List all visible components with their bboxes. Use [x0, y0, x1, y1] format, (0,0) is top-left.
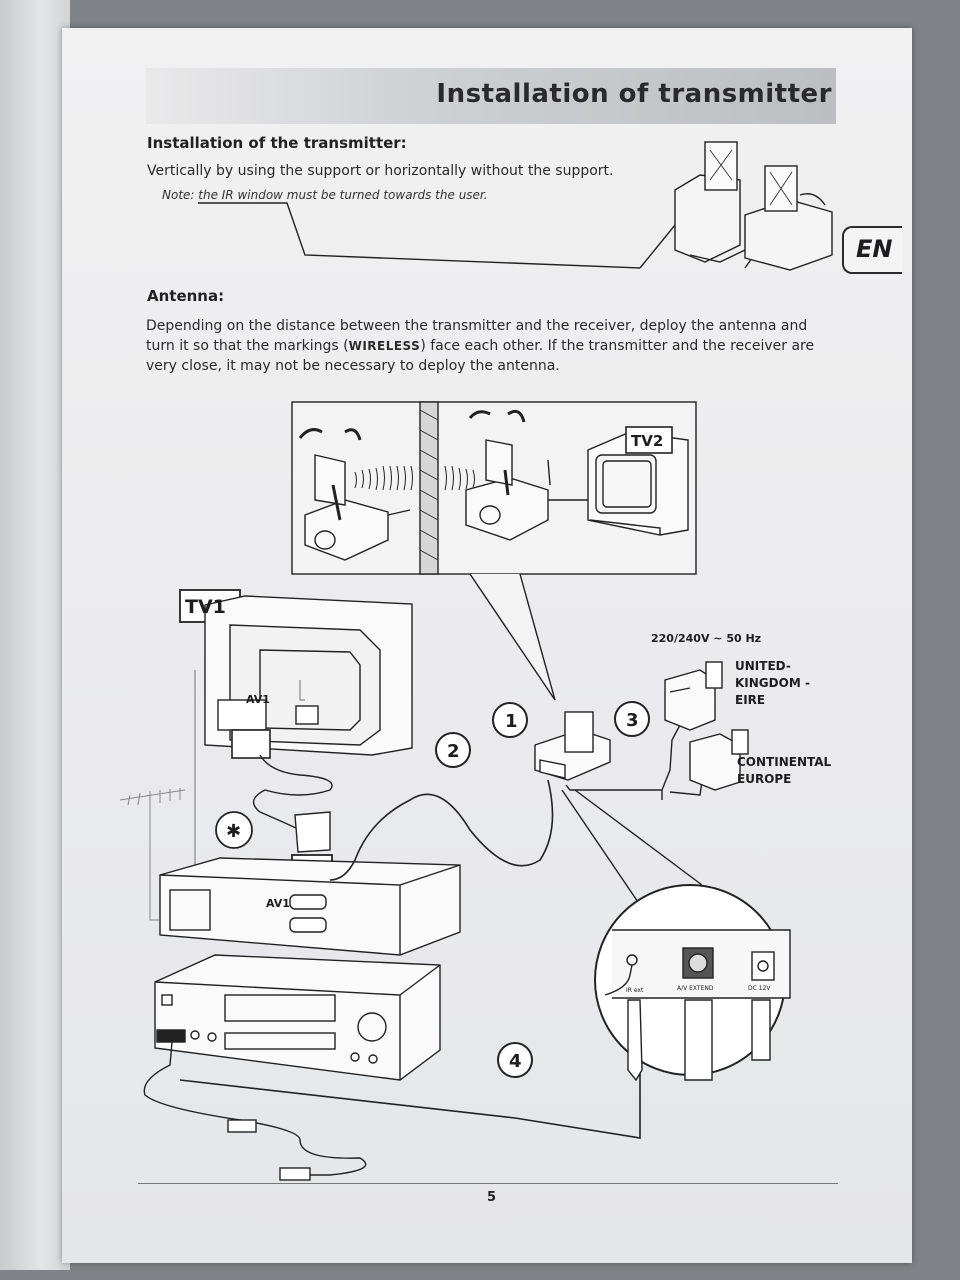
step-1-label: 1 [505, 711, 518, 732]
av-cable [329, 779, 554, 881]
vcr-av1-label: AV1 [266, 897, 290, 910]
transmitter-vertical-illustration [674, 141, 746, 263]
step-3-label: 3 [626, 710, 639, 731]
tv1-illustration [204, 595, 413, 756]
wall-divider [419, 401, 439, 575]
step-4-marker [497, 1042, 533, 1078]
region-eu-line1: CONTINENTAL [737, 755, 832, 769]
eu-power-adapter [689, 729, 749, 791]
power-spec-label: 220/240V ~ 50 Hz [651, 632, 761, 645]
antenna-text: Depending on the distance between the tr… [146, 316, 836, 376]
amplifier-illustration [154, 954, 441, 1081]
antenna-text-1: Depending on the distance between the tr… [146, 318, 808, 354]
step-3-marker [614, 701, 650, 737]
page-number: 5 [487, 1190, 497, 1205]
region-eu-line2: EUROPE [737, 772, 791, 786]
step-4-label: 4 [509, 1051, 522, 1072]
language-tab: EN [842, 226, 902, 274]
tv1-label: TV1 [185, 596, 226, 618]
ir-extension-cable [143, 1041, 367, 1176]
av-extend-port-label: A/V EXTEND [677, 985, 714, 992]
main-transmitter-illustration [534, 711, 611, 781]
dc-port-label: DC 12V [748, 985, 771, 992]
uk-power-adapter [664, 661, 723, 731]
installation-heading: Installation of the transmitter: [147, 134, 407, 152]
wireless-signal-waves [354, 465, 475, 491]
region-uk-line1: UNITED- [735, 659, 791, 673]
wireless-marking: WIRELESS [348, 339, 421, 353]
tv-av1-label: AV1 [246, 693, 270, 706]
page-title: Installation of transmitter [436, 79, 832, 109]
antenna-heading: Antenna: [147, 287, 225, 305]
transmitter-horizontal-illustration [744, 165, 833, 271]
dc-port-icon [751, 951, 775, 981]
vcr-illustration [159, 857, 461, 956]
note-leader-line [198, 202, 641, 269]
language-tab-label: EN [856, 235, 893, 263]
asterisk-marker [215, 811, 253, 849]
region-uk-line2: KINGDOM - [735, 676, 810, 690]
tv2-illustration [587, 431, 689, 536]
inset-callout [469, 573, 556, 701]
left-page-edge [0, 0, 70, 1270]
step-1-marker [492, 702, 528, 738]
installation-note: Note: the IR window must be turned towar… [162, 188, 488, 202]
region-uk-line3: EIRE [735, 693, 765, 707]
installation-text: Vertically by using the support or horiz… [147, 163, 614, 179]
tv2-label-box [625, 426, 673, 454]
antenna-text-2: ) face each other. If the transmitter an… [146, 338, 815, 374]
inset-transmitter-right [465, 409, 590, 541]
title-bar [146, 68, 836, 124]
asterisk-label: ✱ [226, 821, 241, 842]
step-2-marker [435, 732, 471, 768]
footer-rule [138, 1183, 838, 1184]
inset-transmitter-left [298, 428, 411, 561]
tv2-label: TV2 [631, 432, 663, 450]
av-extend-port-icon [682, 947, 714, 979]
step-2-label: 2 [447, 741, 460, 762]
ir-ext-port-label: IR ext [626, 987, 644, 994]
